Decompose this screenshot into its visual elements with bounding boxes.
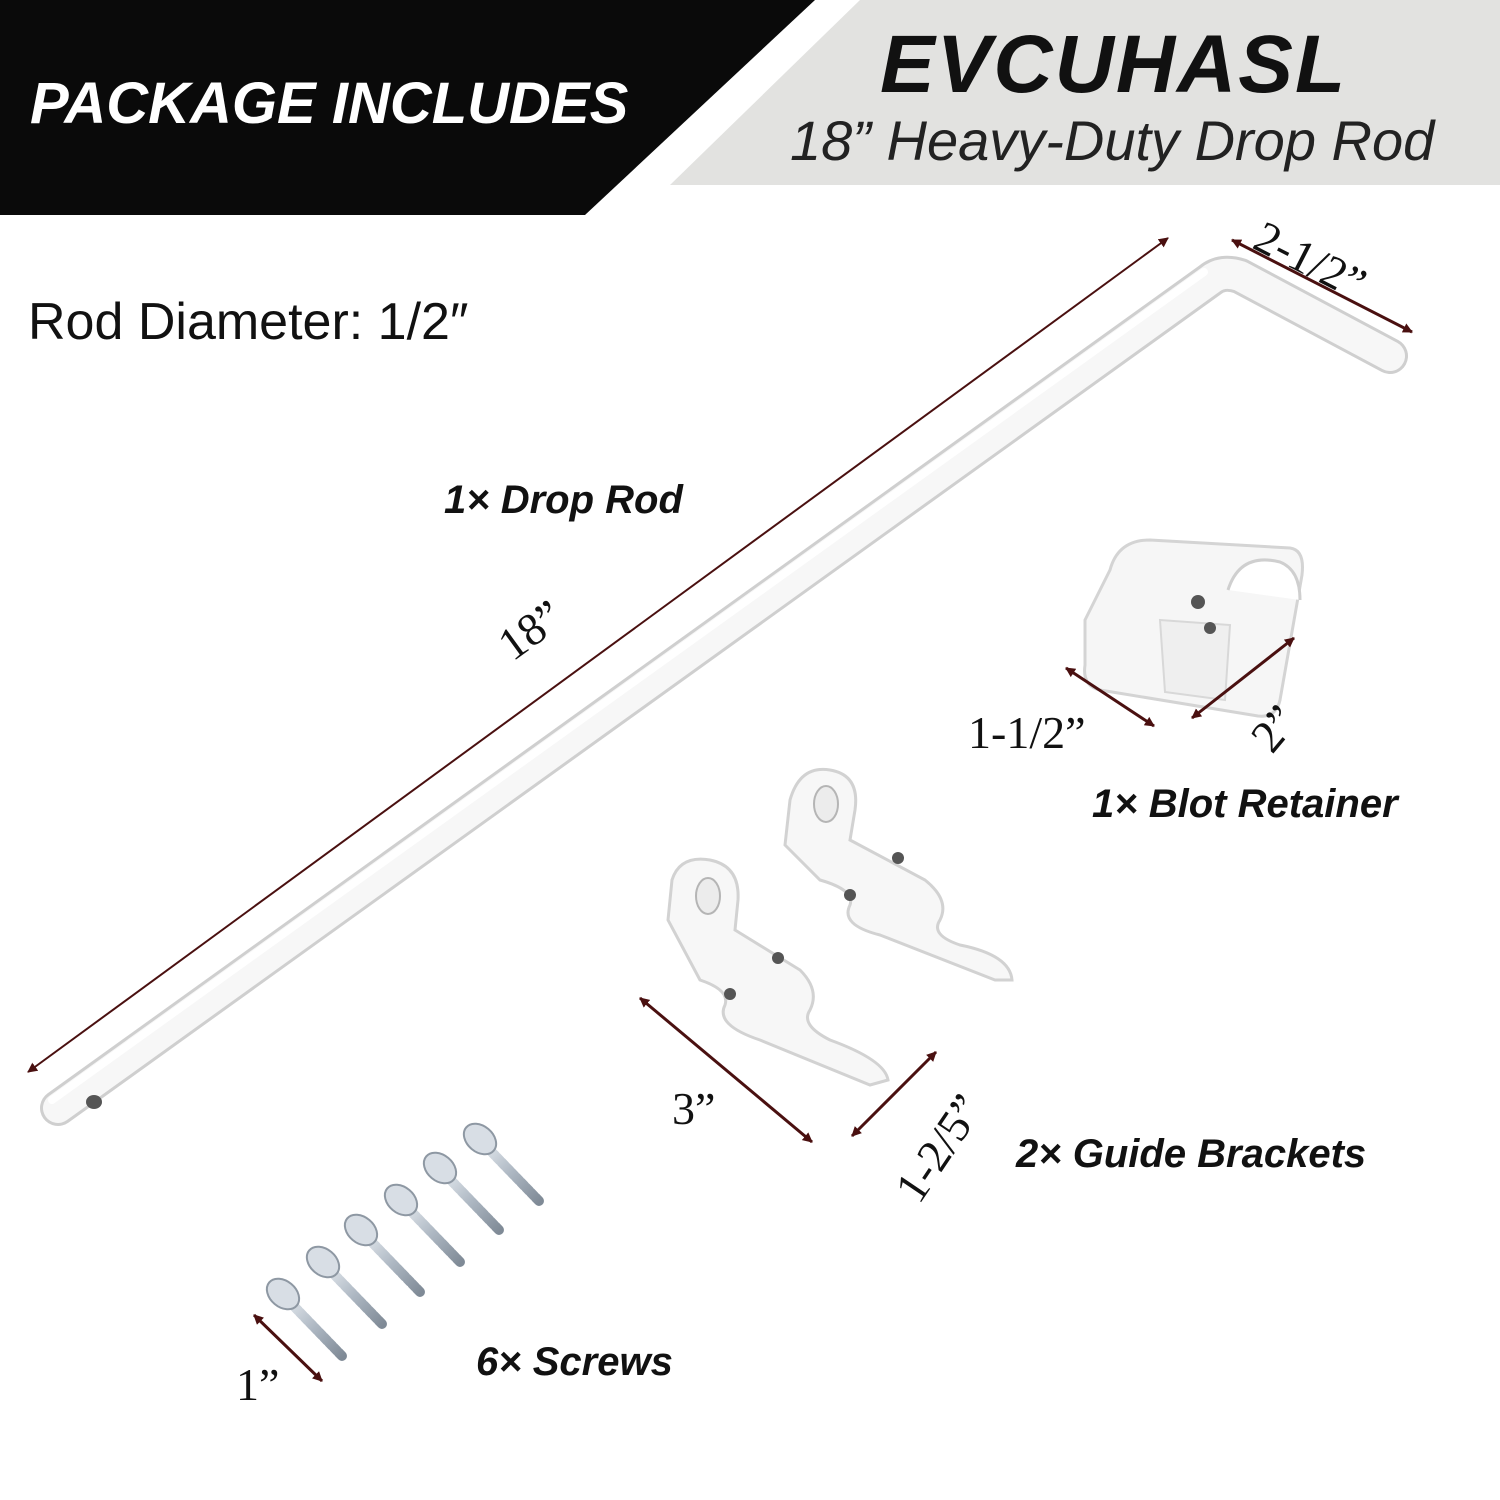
retainer-hole (1191, 595, 1205, 609)
bracket-hole (695, 877, 721, 915)
bracket-hole (813, 785, 839, 823)
screw (305, 1245, 388, 1330)
retainer-hole (1204, 622, 1216, 634)
retainer-depth-arrow (1191, 636, 1295, 720)
screw (462, 1122, 545, 1207)
part-label-screws: 6× Screws (476, 1340, 673, 1384)
dim-screw-length: 1” (236, 1359, 280, 1410)
bolt-retainer (1083, 538, 1304, 718)
screw (422, 1151, 505, 1236)
bracket-width-arrow (850, 1050, 938, 1138)
screw (343, 1213, 426, 1298)
dim-retainer-width: 1-1/2” (968, 707, 1086, 758)
part-label-drop-rod: 1× Drop Rod (444, 478, 683, 522)
banner-black-panel (0, 0, 815, 215)
rod-end-hole (86, 1095, 102, 1109)
part-label-bolt-retainer: 1× Blot Retainer (1092, 782, 1398, 826)
screw (383, 1183, 466, 1268)
screw (265, 1277, 348, 1362)
rod-length-arrow (27, 237, 1169, 1073)
banner-title: PACKAGE INCLUDES (30, 71, 629, 136)
rod-bend-arrow (1231, 238, 1413, 334)
bracket-hole (724, 988, 736, 1000)
bracket-hole (892, 852, 904, 864)
bracket-length-arrow (639, 996, 813, 1144)
bracket-hole (844, 889, 856, 901)
guide-bracket (783, 767, 1014, 982)
retainer-width-arrow (1065, 666, 1155, 728)
screw-length-arrow (252, 1313, 324, 1383)
banner-gray-panel (670, 0, 1500, 185)
dim-bracket-length: 3” (672, 1083, 716, 1134)
part-label-guide-brackets: 2× Guide Brackets (1016, 1132, 1367, 1176)
rod-diameter-spec: Rod Diameter: 1/2″ (28, 293, 469, 351)
bracket-hole (772, 952, 784, 964)
screws (265, 1122, 545, 1362)
product-subtitle: 18” Heavy-Duty Drop Rod (790, 109, 1435, 172)
brand-name: EVCUHASL (880, 19, 1348, 110)
